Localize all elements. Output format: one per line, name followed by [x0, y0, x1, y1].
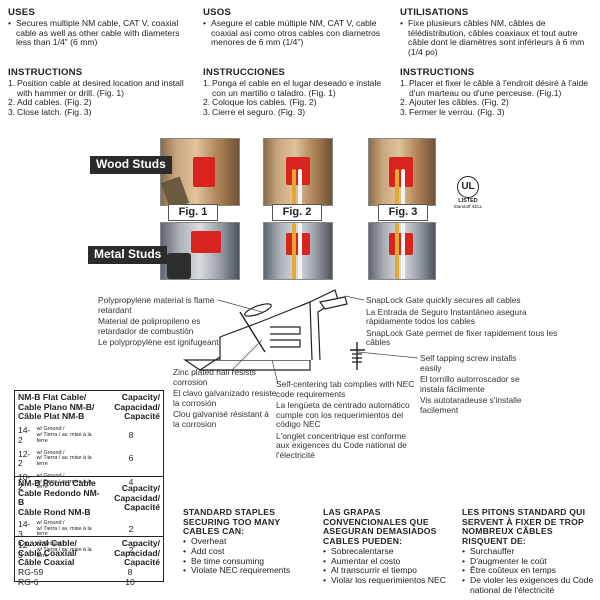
uses-es: USOS Asegure el cable múltiple NM, CAT V…: [203, 7, 393, 48]
fig2-wood-photo: [263, 138, 333, 206]
instructions-es: INSTRUCCIONES 1.Ponga el cable en el lug…: [203, 67, 395, 118]
uses-item-fr: Fixe plusieurs câbles NM, câbles de télé…: [400, 18, 594, 58]
instructions-heading-fr: INSTRUCTIONS: [400, 67, 475, 78]
uses-item-es: Asegure el cable múltiple NM, CAT V, cab…: [203, 18, 393, 48]
list-item: Violar los requerimientos NEC: [323, 575, 453, 586]
list-item: D'augmenter le coût: [462, 556, 596, 567]
uses-item-en: Secures multiple NM cable, CAT V, coaxia…: [8, 18, 193, 48]
uses-en: USES Secures multiple NM cable, CAT V, c…: [8, 7, 193, 48]
instruction-step: 2.Ajouter les câbles. (Fig. 2): [400, 97, 509, 108]
list-item: De violer les exigences du Code national…: [462, 575, 596, 595]
snaplock-diagram: [183, 289, 365, 371]
callout-gate: SnapLock Gate quickly secures all cables…: [366, 295, 558, 348]
instruction-step: 3.Cierre el seguro. (Fig. 3): [203, 106, 306, 117]
instructions-heading-en: INSTRUCTIONS: [8, 67, 83, 78]
capacity-table: NM-B Flat Cable/ Cable Plano NM-B/ Câble…: [14, 390, 164, 587]
callout-screw: Self tapping screw installs easily El to…: [420, 353, 522, 415]
metal-studs-label: Metal Studs: [88, 246, 168, 264]
instruction-step: 3.Fermer le verrou. (Fig. 3): [400, 106, 505, 117]
callout-nail: Zinc plated nail resists corrosion El cl…: [173, 367, 277, 429]
instruction-step: 1.Position cable at desired location and…: [8, 77, 184, 98]
fig1-metal-photo: [160, 222, 240, 280]
staples-es: LAS GRAPAS CONVENCIONALES QUE ASEGURAN D…: [323, 507, 453, 586]
staples-fr: LES PITONS STANDARD QUI SERVENT À FIXER …: [462, 507, 596, 595]
staples-heading-es: LAS GRAPAS CONVENCIONALES QUE ASEGURAN D…: [323, 507, 437, 547]
instructions-fr: INSTRUCTIONS 1.Placer et fixer le câble …: [400, 67, 594, 118]
fig3-metal-photo: [368, 222, 436, 280]
fig3-label: Fig. 3: [378, 204, 428, 221]
table-row: RG-6 10: [18, 576, 135, 587]
instruction-step: 2.Add cables. (Fig. 2): [8, 97, 92, 108]
staples-en: STANDARD STAPLES SECURING TOO MANY CABLE…: [183, 507, 311, 576]
table-section-coax: Coaxial Cable/ Cable Coaxial/ Câble Coax…: [18, 538, 160, 587]
list-item: Surchauffer: [462, 546, 596, 557]
callout-tab: Self-centering tab complies with NEC cod…: [276, 379, 415, 461]
uses-heading-es: USOS: [203, 7, 231, 18]
staples-heading-en: STANDARD STAPLES SECURING TOO MANY CABLE…: [183, 507, 281, 537]
instruction-step: 2.Coloque los cables. (Fig. 2): [203, 97, 317, 108]
callout-material: Polypropylene material is flame retardan…: [98, 295, 219, 348]
fig2-metal-photo: [263, 222, 333, 280]
fig1-label: Fig. 1: [168, 204, 218, 221]
list-item: Sobrecalentarse: [323, 546, 453, 557]
instruction-step: 1.Ponga el cable en el lugar deseado e i…: [203, 77, 382, 98]
table-section-round: NM-B Round Cable Cable Redondo NM-B Câbl…: [15, 477, 163, 560]
list-item: Overheat: [183, 536, 311, 547]
uses-heading-en: USES: [8, 7, 35, 18]
uses-heading-fr: UTILISATIONS: [400, 7, 469, 18]
instructions-heading-es: INSTRUCCIONES: [203, 67, 286, 78]
list-item: Être coûteux en temps: [462, 566, 596, 576]
ul-listed-mark: UL LISTED Standoff 4ELL: [448, 176, 488, 209]
fig3-wood-photo: [368, 138, 436, 206]
list-item: Add cost: [183, 546, 311, 557]
instruction-step: 3.Close latch. (Fig. 3): [8, 106, 92, 117]
instruction-step: 1.Placer et fixer le câble à l'endroit d…: [400, 77, 589, 98]
table-row: RG-59 8: [18, 567, 133, 578]
list-item: Aumentar el costo: [323, 556, 453, 567]
list-item: Al transcurrir el tiempo: [323, 566, 453, 576]
fig2-label: Fig. 2: [272, 204, 322, 221]
list-item: Violate NEC requirements: [183, 566, 311, 576]
staples-heading-fr: LES PITONS STANDARD QUI SERVENT À FIXER …: [462, 507, 586, 547]
uses-fr: UTILISATIONS Fixe plusieurs câbles NM, c…: [400, 7, 594, 58]
table-section-flat: NM-B Flat Cable/ Cable Plano NM-B/ Câble…: [15, 391, 163, 492]
wood-studs-label: Wood Studs: [90, 156, 172, 174]
instructions-en: INSTRUCTIONS 1.Position cable at desired…: [8, 67, 198, 118]
list-item: Be time consuming: [183, 556, 311, 567]
ul-logo-icon: UL: [457, 176, 479, 198]
